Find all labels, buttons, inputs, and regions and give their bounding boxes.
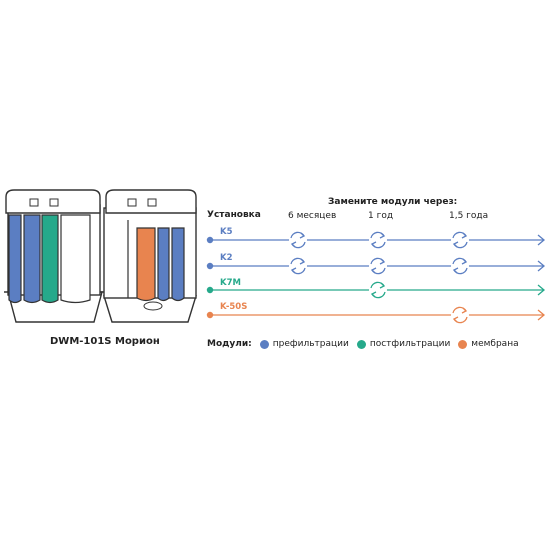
refresh-cycle-icon: [369, 257, 387, 275]
legend-dot-membrane: [458, 339, 468, 349]
refresh-cycle-icon: [451, 231, 469, 249]
legend-dot-postfilter: [356, 339, 366, 349]
refresh-cycle-icon: [289, 231, 307, 249]
timeline-row-k2: [206, 257, 546, 275]
water-filter-front-unit: [4, 189, 106, 323]
refresh-cycle-icon: [451, 257, 469, 275]
water-filter-side-unit: [103, 189, 197, 323]
start-dot: [206, 311, 214, 319]
timeline-row-k-50s: [206, 306, 546, 324]
refresh-cycle-icon: [289, 257, 307, 275]
legend-label-postfilter: постфильтрации: [369, 339, 451, 349]
arrow-head-icon: [537, 234, 546, 246]
row-label-k5: K5: [220, 227, 233, 237]
start-dot: [206, 236, 214, 244]
column-1-year: 1 год: [368, 211, 394, 221]
column-6-months: 6 месяцев: [288, 211, 337, 221]
refresh-cycle-icon: [369, 281, 387, 299]
start-dot: [206, 286, 214, 294]
legend-item-postfilter: постфильтрации: [356, 339, 451, 349]
start-dot: [206, 262, 214, 270]
product-name: DWM-101S Морион: [50, 336, 160, 347]
legend-item-prefilter: префильтрации: [259, 339, 349, 349]
arrow-head-icon: [537, 260, 546, 272]
row-label-k2: K2: [220, 253, 233, 263]
product-illustration: [4, 189, 197, 323]
legend-label-prefilter: префильтрации: [272, 339, 349, 349]
timeline-row-k5: [206, 231, 546, 249]
column-1-5-years: 1,5 года: [449, 211, 489, 221]
refresh-cycle-icon: [451, 306, 469, 324]
legend-item-membrane: мембрана: [458, 339, 519, 349]
legend-dot-prefilter: [259, 339, 269, 349]
replacement-timeline: [206, 231, 546, 324]
arrow-head-icon: [537, 284, 546, 296]
legend: Модули: префильтрации постфильтрации мем…: [207, 337, 519, 351]
timeline-row-k7m: [206, 281, 546, 299]
row-label-k7m: K7M: [220, 278, 241, 288]
legend-label-membrane: мембрана: [471, 339, 519, 349]
column-start-label: Установка: [207, 210, 261, 220]
refresh-cycle-icon: [369, 231, 387, 249]
legend-title: Модули:: [207, 339, 252, 349]
row-label-k50s: K-50S: [220, 302, 248, 312]
arrow-head-icon: [537, 309, 546, 321]
schedule-header: Замените модули через:: [328, 197, 458, 207]
